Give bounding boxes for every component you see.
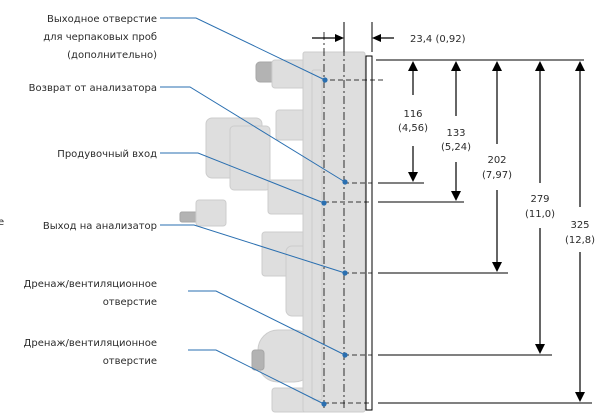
mounting-plate: [365, 55, 373, 411]
extension-lines: [324, 59, 592, 404]
callout-1-line-2: для черпаковых проб: [43, 32, 157, 43]
dim-116-in: (4,56): [398, 123, 428, 134]
callout-1-line-3: (дополнительно): [67, 50, 157, 61]
callout-5-line-2: отверстие: [103, 297, 157, 308]
dim-133-mm: 133: [446, 128, 465, 139]
callout-4-line-1: Выход на анализатор: [43, 221, 157, 232]
callout-leaders: [160, 17, 348, 407]
vertical-dimension-279: 279 (11,0): [525, 61, 555, 354]
vertical-dimension-202: 202 (7,97): [482, 61, 512, 272]
edge-fragment: e: [0, 217, 4, 228]
dim-202-in: (7,97): [482, 170, 512, 181]
dim-279-in: (11,0): [525, 209, 555, 220]
dim-202-mm: 202: [487, 155, 506, 166]
callout-6-line-2: отверстие: [103, 356, 157, 367]
callout-6-line-1: Дренаж/вентиляционное: [24, 338, 157, 349]
product-photo-faded: [179, 51, 366, 413]
dim-325-in: (12,8): [565, 235, 595, 246]
callout-labels: Выходное отверстие для черпаковых проб (…: [0, 14, 157, 367]
callout-2-line-1: Возврат от анализатора: [29, 83, 157, 94]
dim-279-mm: 279: [530, 194, 549, 205]
vertical-dimension-325: 325 (12,8): [565, 61, 595, 402]
dim-133-in: (5,24): [441, 142, 471, 153]
dim-116-mm: 116: [403, 109, 422, 120]
dim-325-mm: 325: [570, 220, 589, 231]
vertical-dimension-116: 116 (4,56): [398, 61, 428, 182]
top-width-label: 23,4 (0,92): [410, 34, 466, 45]
vertical-dimension-133: 133 (5,24): [441, 61, 471, 201]
callout-3-line-1: Продувочный вход: [57, 149, 157, 160]
top-width-dimension: 23,4 (0,92): [312, 22, 466, 52]
callout-1-line-1: Выходное отверстие: [47, 14, 157, 25]
callout-5-line-1: Дренаж/вентиляционное: [24, 279, 157, 290]
